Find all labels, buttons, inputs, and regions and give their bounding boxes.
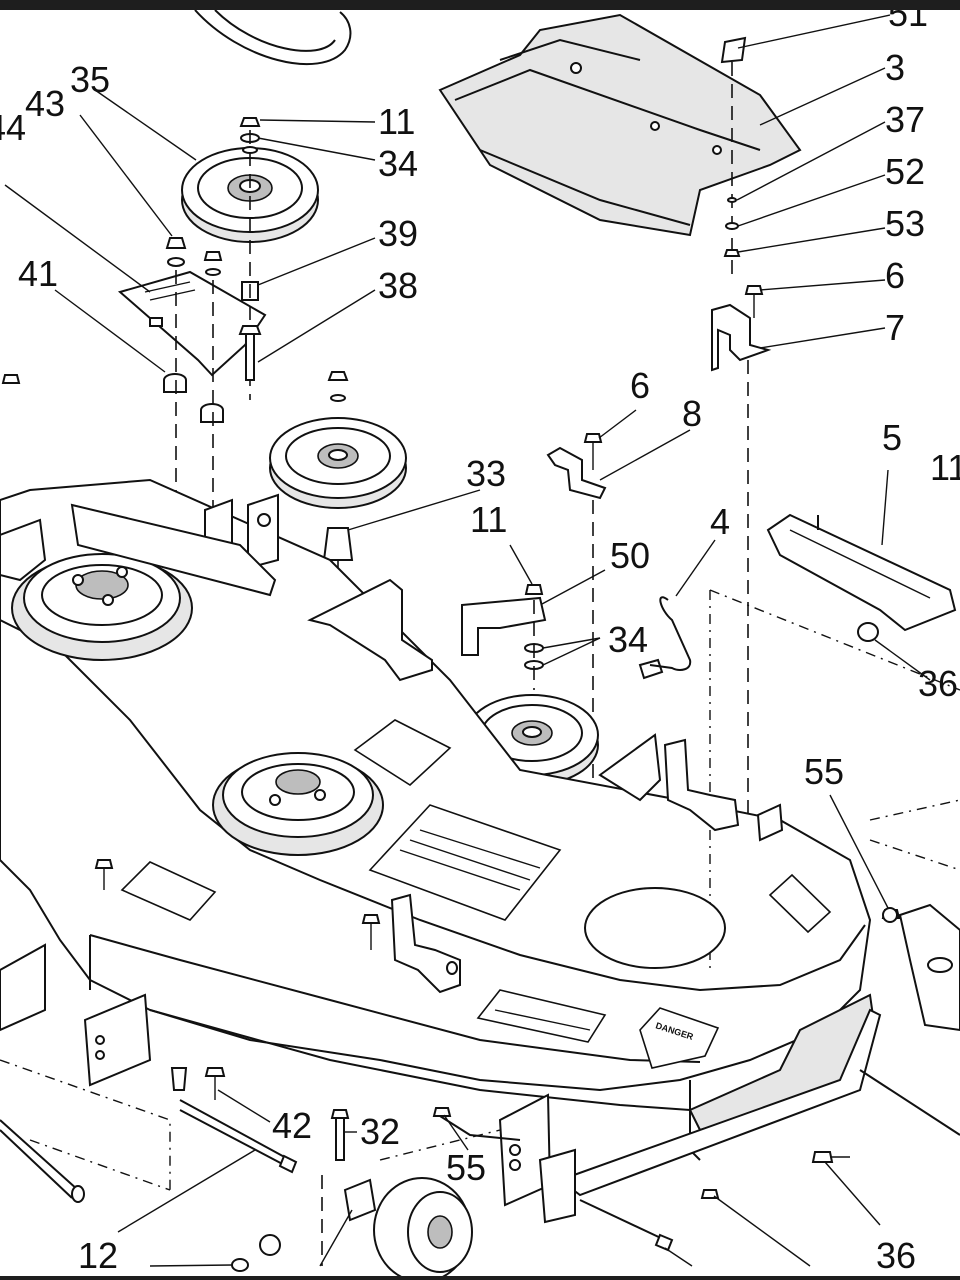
callout-44: 44 [0,107,26,148]
idler-pulley-middle [269,371,407,640]
drive-belt [194,10,352,65]
callout-34-upper: 34 [378,143,418,184]
decal-danger: DANGER [639,1007,720,1069]
front-bumper [0,943,960,1224]
callout-7: 7 [885,307,905,348]
callout-4: 4 [710,501,730,542]
callout-50: 50 [610,535,650,576]
hardware-stack-a [238,117,262,400]
callout-37: 37 [885,99,925,140]
decal-right [768,873,832,934]
deck-opening [584,887,726,969]
anti-scalp-wheel [343,1177,473,1276]
callout-43: 43 [25,83,65,124]
callout-labels: 51 3 37 52 53 6 7 35 43 44 11 34 39 38 4… [0,10,960,1276]
callout-38: 38 [378,265,418,306]
callout-12: 12 [78,1235,118,1276]
leader-lines [4,14,931,1267]
callout-3: 3 [885,47,905,88]
callout-39: 39 [378,213,418,254]
dashed-guides [0,799,960,1191]
diagram-frame: DANGER [0,10,960,1276]
callout-41: 41 [18,253,58,294]
spindle-center [212,752,384,856]
callout-33: 33 [466,453,506,494]
decal-danger-warning [476,989,607,1043]
callout-55-right: 55 [804,751,844,792]
callout-53: 53 [885,203,925,244]
callout-36-lower: 36 [876,1235,916,1276]
callout-11-mid: 11 [470,499,507,540]
belt-cover [438,13,802,237]
spacer-stack-left [163,237,224,790]
callout-5: 5 [882,417,902,458]
decal-caution-center [368,804,562,921]
callout-52: 52 [885,151,925,192]
callout-34-lower: 34 [608,619,648,660]
callout-6-mid: 6 [630,365,650,406]
mower-deck-exploded-diagram: DANGER [0,10,960,1276]
idler-arm [461,584,547,690]
callout-51: 51 [888,10,928,34]
deck-mount-brackets [0,493,960,1032]
callout-35: 35 [70,59,110,100]
callout-36-upper: 36 [918,663,958,704]
rods-and-bolts [0,1067,850,1272]
decal-left [120,861,217,921]
callout-11-right: 11 [930,447,960,488]
deck-bolts [1,374,901,950]
callout-32: 32 [360,1111,400,1152]
callout-42: 42 [272,1105,312,1146]
spindle-left [11,553,193,661]
spring-rod [638,596,692,680]
callout-6-top: 6 [885,255,905,296]
side-bracket [766,513,957,642]
decal-belt-routing [353,719,452,787]
callout-8: 8 [682,393,702,434]
callout-11-upper: 11 [378,101,415,142]
callout-55-lower: 55 [446,1147,486,1188]
